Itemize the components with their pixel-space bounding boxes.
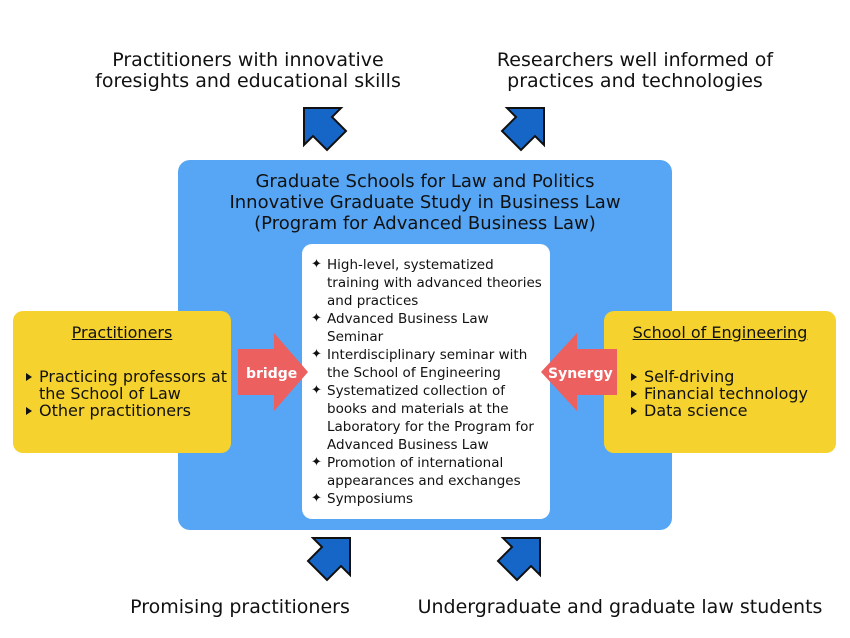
engineering-box: School of Engineering Self-driving Finan… xyxy=(604,311,836,453)
list-item: Self-driving xyxy=(630,368,808,385)
practitioners-box: Practitioners Practicing professors at t… xyxy=(13,311,231,453)
up-arrow-left-icon xyxy=(303,107,348,152)
triangle-bullet-icon xyxy=(631,407,637,415)
main-title-line-2: Innovative Graduate Study in Business La… xyxy=(229,192,621,213)
triangle-bullet-icon xyxy=(26,407,32,415)
bridge-arrow-icon xyxy=(238,333,308,411)
star-bullet-icon: ✦ xyxy=(311,455,322,470)
feature-item: ✦Symposiums xyxy=(311,491,414,507)
star-bullet-icon: ✦ xyxy=(311,257,322,272)
feature-list: ✦High-level, systematized training with … xyxy=(311,256,547,508)
triangle-bullet-icon xyxy=(631,373,637,381)
feature-panel xyxy=(302,244,550,519)
feature-item: ✦Promotion of international appearances … xyxy=(311,455,521,489)
list-item: Financial technology xyxy=(630,385,808,402)
up-arrow-right-icon xyxy=(500,107,545,152)
entry-law-students: Undergraduate and graduate law students xyxy=(417,596,823,618)
main-title-line-1: Graduate Schools for Law and Politics xyxy=(255,171,595,192)
outcome-practitioners: Practitioners with innovative foresights… xyxy=(95,49,401,92)
star-bullet-icon: ✦ xyxy=(311,491,322,506)
list-item: Other practitioners xyxy=(25,402,231,419)
star-bullet-icon: ✦ xyxy=(311,383,322,398)
list-item: Practicing professors at the School of L… xyxy=(25,368,231,402)
list-item: Data science xyxy=(630,402,808,419)
entry-promising-practitioners: Promising practitioners xyxy=(130,596,350,618)
synergy-label: Synergy xyxy=(548,366,613,382)
practitioners-list: Practicing professors at the School of L… xyxy=(25,368,231,419)
feature-item: ✦Systematized collection of books and ma… xyxy=(311,383,534,453)
engineering-title: School of Engineering xyxy=(632,323,808,342)
practitioners-title: Practitioners xyxy=(71,323,173,342)
feature-item: ✦High-level, systematized training with … xyxy=(311,257,542,309)
star-bullet-icon: ✦ xyxy=(311,311,322,326)
feature-item: ✦Interdisciplinary seminar with the Scho… xyxy=(311,347,528,381)
feature-item: ✦Advanced Business Law Seminar xyxy=(311,311,489,345)
main-program-title: Graduate Schools for Law and Politics In… xyxy=(178,171,672,234)
triangle-bullet-icon xyxy=(631,390,637,398)
engineering-list: Self-driving Financial technology Data s… xyxy=(630,368,808,419)
outcome-researchers: Researchers well informed of practices a… xyxy=(496,49,774,92)
bridge-label: bridge xyxy=(246,366,298,382)
entry-arrow-right-icon xyxy=(496,537,541,582)
synergy-arrow-icon xyxy=(541,333,617,411)
star-bullet-icon: ✦ xyxy=(311,347,322,362)
main-title-line-3: (Program for Advanced Business Law) xyxy=(254,213,596,234)
entry-arrow-left-icon xyxy=(306,537,351,582)
triangle-bullet-icon xyxy=(26,373,32,381)
